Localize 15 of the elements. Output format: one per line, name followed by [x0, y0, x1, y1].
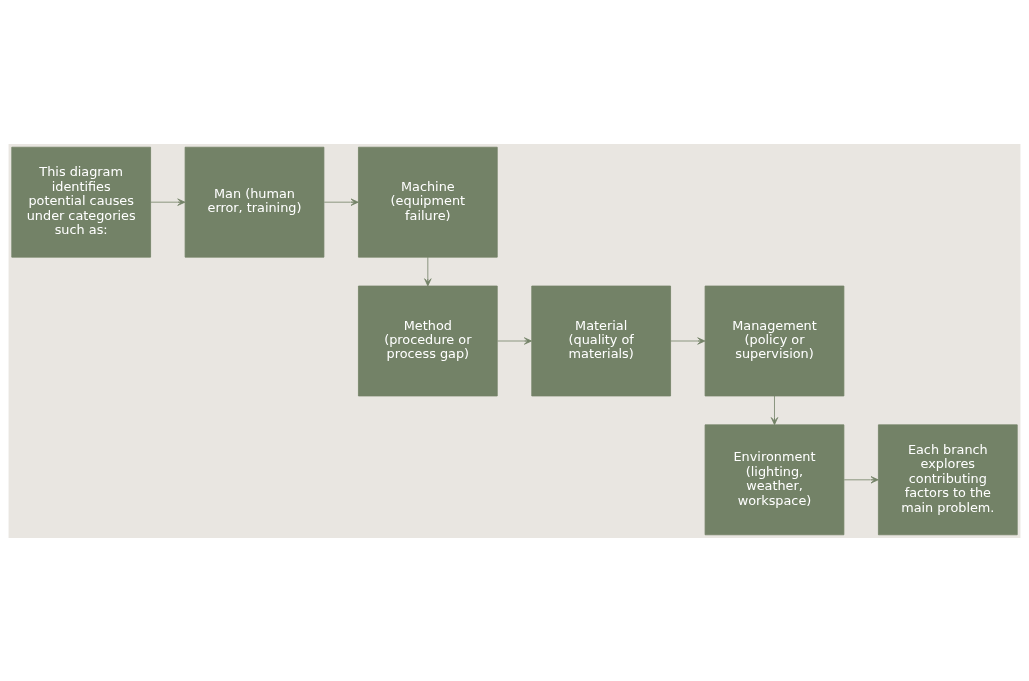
- node-box: This diagram identifies potential causes under categories such as:: [11, 146, 151, 258]
- node-box: Each branch explores contributing factors to the main problem.: [878, 423, 1018, 535]
- arrow: [770, 395, 779, 425]
- arrow: [497, 336, 532, 345]
- node-box: Material (quality of materials): [531, 285, 671, 396]
- arrow: [670, 336, 706, 345]
- node-box: Method (procedure or process gap): [358, 285, 498, 396]
- arrow: [843, 475, 879, 483]
- arrow: [323, 198, 359, 206]
- arrow: [150, 198, 186, 206]
- arrow: [424, 256, 432, 286]
- node-box: Machine (equipment failure): [358, 146, 498, 258]
- node-box: Management (policy or supervision): [704, 285, 845, 396]
- node-box: Environment (lighting, weather, workspace): [704, 423, 845, 535]
- node-box: Man (human error, training): [184, 146, 325, 258]
